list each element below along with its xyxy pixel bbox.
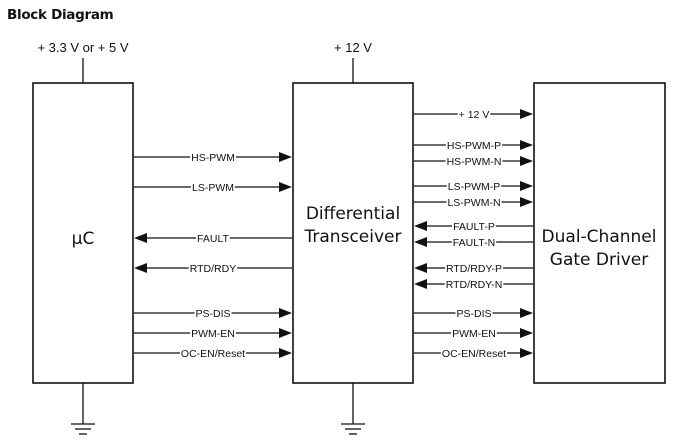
signal-rtd-rdy-p: RTD/RDY-P: [414, 263, 533, 275]
gate-driver-box: [533, 82, 666, 384]
arrow-right-icon: [520, 328, 533, 338]
signal-label: FAULT-P: [453, 221, 495, 233]
mcu-label: µC: [72, 229, 95, 249]
signal-label: PS-DIS: [195, 308, 230, 320]
transceiver-label-line2: Transceiver: [304, 227, 402, 247]
mcu-block: µC: [32, 82, 134, 384]
mcu-box: [32, 82, 134, 384]
gate-driver-label-line1: Dual-Channel: [542, 227, 657, 247]
signal-fault: FAULT: [134, 233, 292, 245]
signal-label: PWM-EN: [452, 328, 496, 340]
transceiver-ground-icon: [341, 383, 365, 435]
arrow-right-icon: [520, 181, 533, 191]
signal-pwm-en: PWM-EN: [414, 328, 533, 340]
signal-label: FAULT-N: [453, 237, 495, 249]
arrow-left-icon: [414, 237, 427, 247]
mcu-supply-label: + 3.3 V or + 5 V: [37, 40, 128, 55]
signal-label: LS-PWM-N: [447, 197, 500, 209]
mcu-transceiver-signals: HS-PWM LS-PWM FAULT RTD/RDY PS-DIS PWM-EN OC-E…: [134, 152, 292, 360]
arrow-right-icon: [279, 328, 292, 338]
transceiver-block: Differential Transceiver: [292, 82, 414, 384]
arrow-right-icon: [520, 140, 533, 150]
diagram-title: Block Diagram: [7, 7, 114, 23]
signal-rtd-rdy-n: RTD/RDY-N: [414, 279, 533, 291]
signal-label: LS-PWM-P: [448, 181, 501, 193]
signal-label: + 12 V: [459, 109, 490, 121]
signal-pwm-en: PWM-EN: [134, 328, 292, 340]
arrow-right-icon: [279, 308, 292, 318]
signal-rtd-rdy: RTD/RDY: [134, 263, 292, 275]
signal-label: RTD/RDY-N: [446, 279, 503, 291]
mcu-ground-icon: [71, 383, 95, 435]
arrow-right-icon: [520, 109, 533, 119]
arrow-right-icon: [279, 182, 292, 192]
arrow-right-icon: [520, 197, 533, 207]
arrow-right-icon: [520, 348, 533, 358]
gate-driver-label-line2: Gate Driver: [550, 250, 648, 270]
signal-label: PS-DIS: [456, 308, 491, 320]
signal-label: LS-PWM: [192, 182, 234, 194]
transceiver-box: [292, 82, 414, 384]
signal-label: HS-PWM-P: [447, 140, 501, 152]
arrow-left-icon: [134, 263, 147, 273]
signal-label: RTD/RDY-P: [446, 263, 502, 275]
signal-label: HS-PWM-N: [447, 156, 502, 168]
arrow-left-icon: [134, 233, 147, 243]
arrow-right-icon: [279, 152, 292, 162]
signal-label: OC-EN/Reset: [181, 348, 245, 360]
signal-hs-pwm-p: HS-PWM-P: [414, 140, 533, 152]
arrow-right-icon: [520, 308, 533, 318]
transceiver-driver-signals: + 12 V HS-PWM-P HS-PWM-N LS-PWM-P LS-PWM-N FA…: [414, 109, 533, 360]
signal-hs-pwm: HS-PWM: [134, 152, 292, 164]
arrow-right-icon: [520, 156, 533, 166]
transceiver-label-line1: Differential: [306, 204, 400, 224]
signal-hs-pwm-n: HS-PWM-N: [414, 156, 533, 168]
signal-fault-n: FAULT-N: [414, 237, 533, 249]
arrow-left-icon: [414, 221, 427, 231]
signal-ps-dis: PS-DIS: [134, 308, 292, 320]
signal-ps-dis: PS-DIS: [414, 308, 533, 320]
arrow-right-icon: [279, 348, 292, 358]
signal-label: FAULT: [197, 233, 229, 245]
transceiver-supply-label: + 12 V: [334, 40, 372, 55]
gate-driver-block: Dual-Channel Gate Driver: [533, 82, 666, 384]
signal-oc-en-reset: OC-EN/Reset: [134, 348, 292, 360]
signal-label: PWM-EN: [191, 328, 235, 340]
signal-oc-en-reset: OC-EN/Reset: [414, 348, 533, 360]
signal-ls-pwm-n: LS-PWM-N: [414, 197, 533, 209]
arrow-left-icon: [414, 263, 427, 273]
signal-12-v: + 12 V: [414, 109, 533, 121]
signal-ls-pwm: LS-PWM: [134, 182, 292, 194]
arrow-left-icon: [414, 279, 427, 289]
signal-label: HS-PWM: [191, 152, 235, 164]
signal-ls-pwm-p: LS-PWM-P: [414, 181, 533, 193]
signal-label: OC-EN/Reset: [442, 348, 506, 360]
signal-fault-p: FAULT-P: [414, 221, 533, 233]
signal-label: RTD/RDY: [190, 263, 236, 275]
